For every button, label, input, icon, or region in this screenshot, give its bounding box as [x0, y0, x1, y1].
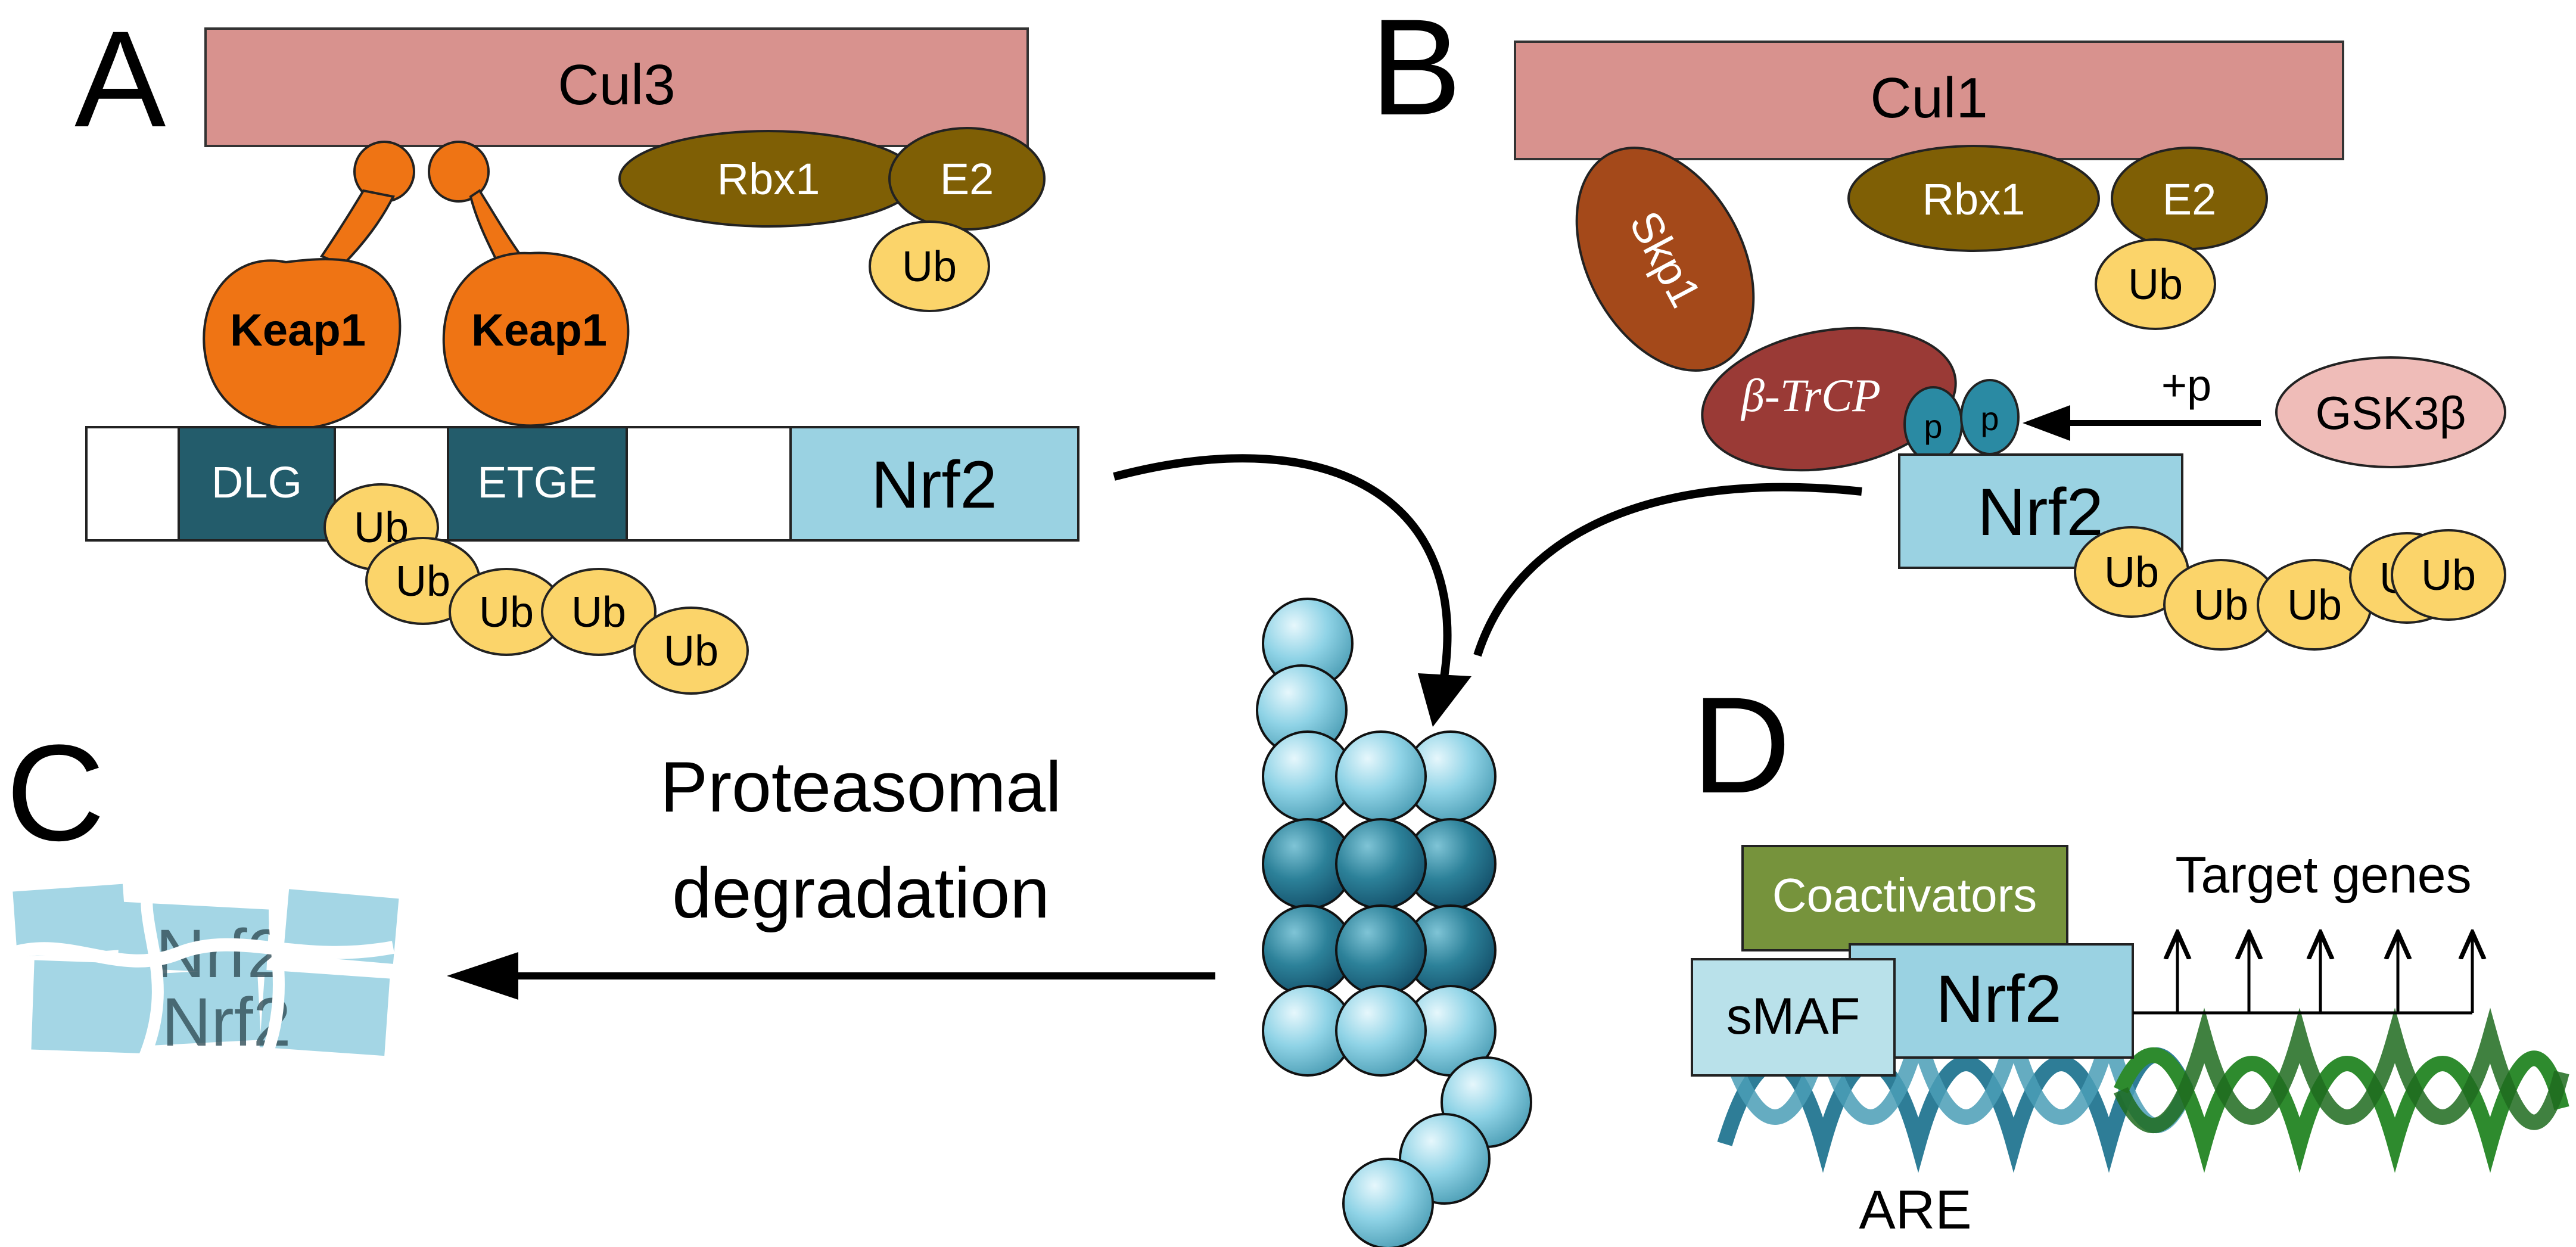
panel-c: C Proteasomal degradation Nrf2 Nrf2: [6, 716, 1215, 1069]
panel-a: A Cul3 Rbx1 E2 Ub Keap1 Keap1 DLG ETGE N…: [74, 2, 1471, 727]
e2-a-label: E2: [940, 154, 994, 204]
target-gene-arrows: [2133, 932, 2472, 1015]
ub-e2-a-label: Ub: [902, 243, 957, 291]
arrow-b-to-proteasome: [1473, 483, 1862, 657]
svg-text:Ub: Ub: [2104, 549, 2159, 596]
svg-text:Ub: Ub: [664, 627, 718, 675]
nrf2-b-label: Nrf2: [1977, 475, 2104, 549]
panel-b: B Cul1 Rbx1 E2 Ub Skp1 β-TrCP p p +p GSK…: [1370, 0, 2506, 657]
arrow-a-to-proteasome: [1113, 454, 1452, 692]
svg-text:Ub: Ub: [2421, 552, 2476, 599]
ub-b-2: Ub: [2163, 559, 2279, 651]
nrf2-d-label: Nrf2: [1936, 962, 2062, 1036]
phospho-2-label: p: [1980, 400, 1999, 437]
ub-chain-a: Ub Ub Ub Ub Ub: [323, 483, 749, 695]
proteasome-lid-top: [1256, 598, 1497, 822]
proteasome-lid-bottom: [1262, 985, 1532, 1247]
proteasome-core: [1262, 818, 1497, 996]
ub-e2-a: [869, 220, 990, 312]
svg-text:Ub: Ub: [2287, 581, 2342, 629]
ub-b-5: Ub: [2391, 529, 2506, 621]
panel-label-d: D: [1692, 668, 1791, 822]
process-label-line1: Proteasomal: [660, 747, 1062, 827]
cul1-label: Cul1: [1870, 66, 1987, 130]
smaf-box: [1691, 958, 1896, 1077]
rbx1-b-label: Rbx1: [1922, 175, 2026, 224]
svg-text:Ub: Ub: [396, 558, 450, 605]
coactivators-box: [1741, 845, 2068, 951]
keap1-left-label: Keap1: [230, 305, 366, 356]
dlg-label: DLG: [211, 458, 302, 507]
target-genes-label: Target genes: [2175, 847, 2471, 904]
gsk3b: [2275, 356, 2506, 468]
plus-p-label: +p: [2161, 360, 2211, 410]
ub-e2-b: [2095, 238, 2216, 330]
ub-b-3: Ub: [2257, 559, 2372, 651]
keap1-dimer: [203, 141, 630, 430]
cul1-box: [1514, 41, 2344, 160]
degradation-arrow-head: [447, 952, 518, 1000]
phospho-1-label: p: [1924, 408, 1942, 445]
ub-a-4: Ub: [541, 568, 657, 656]
gsk3b-arrow-head: [2023, 405, 2070, 441]
ub-chain-b: Ub Ub Ub Ub Ub: [2074, 526, 2506, 651]
svg-text:Ub: Ub: [479, 589, 534, 636]
etge-label: ETGE: [477, 458, 597, 507]
nrf2-a-label: Nrf2: [871, 447, 997, 522]
cul3-box: [204, 27, 1029, 147]
gsk3b-label: GSK3β: [2316, 387, 2466, 439]
keap1-right-body: [442, 251, 630, 427]
btrcp: [1701, 326, 1957, 472]
svg-text:Ub: Ub: [2194, 581, 2248, 629]
dna-target: [2114, 1007, 2569, 1173]
rbx1-a-label: Rbx1: [717, 154, 820, 204]
are-label: ARE: [1859, 1180, 1971, 1240]
svg-text:Ub: Ub: [571, 589, 626, 636]
keap1-right-label: Keap1: [471, 305, 607, 356]
panel-label-a: A: [74, 2, 166, 156]
keap1-left-body: [203, 258, 402, 430]
rbx1-b: [1847, 145, 2100, 252]
nrf2-box-a: [789, 426, 1079, 542]
cul3-label: Cul3: [558, 53, 675, 117]
etge-motif: [447, 426, 628, 542]
ub-e2-b-label: Ub: [2128, 261, 2183, 309]
arrow-a-head: [1418, 673, 1471, 727]
panel-d: D Coactivators Nrf2 sMAF Target ge: [1691, 668, 2569, 1240]
proteasome: [1256, 598, 1532, 1247]
skp1: [1575, 147, 1755, 372]
panel-label-b: B: [1370, 0, 1461, 144]
process-label-line2: degradation: [672, 853, 1050, 933]
coactivators-label: Coactivators: [1772, 869, 2037, 922]
smaf-label: sMAF: [1726, 988, 1861, 1045]
degraded-nrf2: Nrf2 Nrf2: [10, 873, 399, 1069]
btrcp-label: β-TrCP: [1740, 369, 1881, 421]
e2-b-label: E2: [2163, 175, 2217, 224]
e2-a: [888, 127, 1046, 231]
dlg-motif: [178, 426, 336, 542]
ub-a-5: Ub: [633, 607, 749, 695]
panel-label-c: C: [6, 716, 105, 869]
